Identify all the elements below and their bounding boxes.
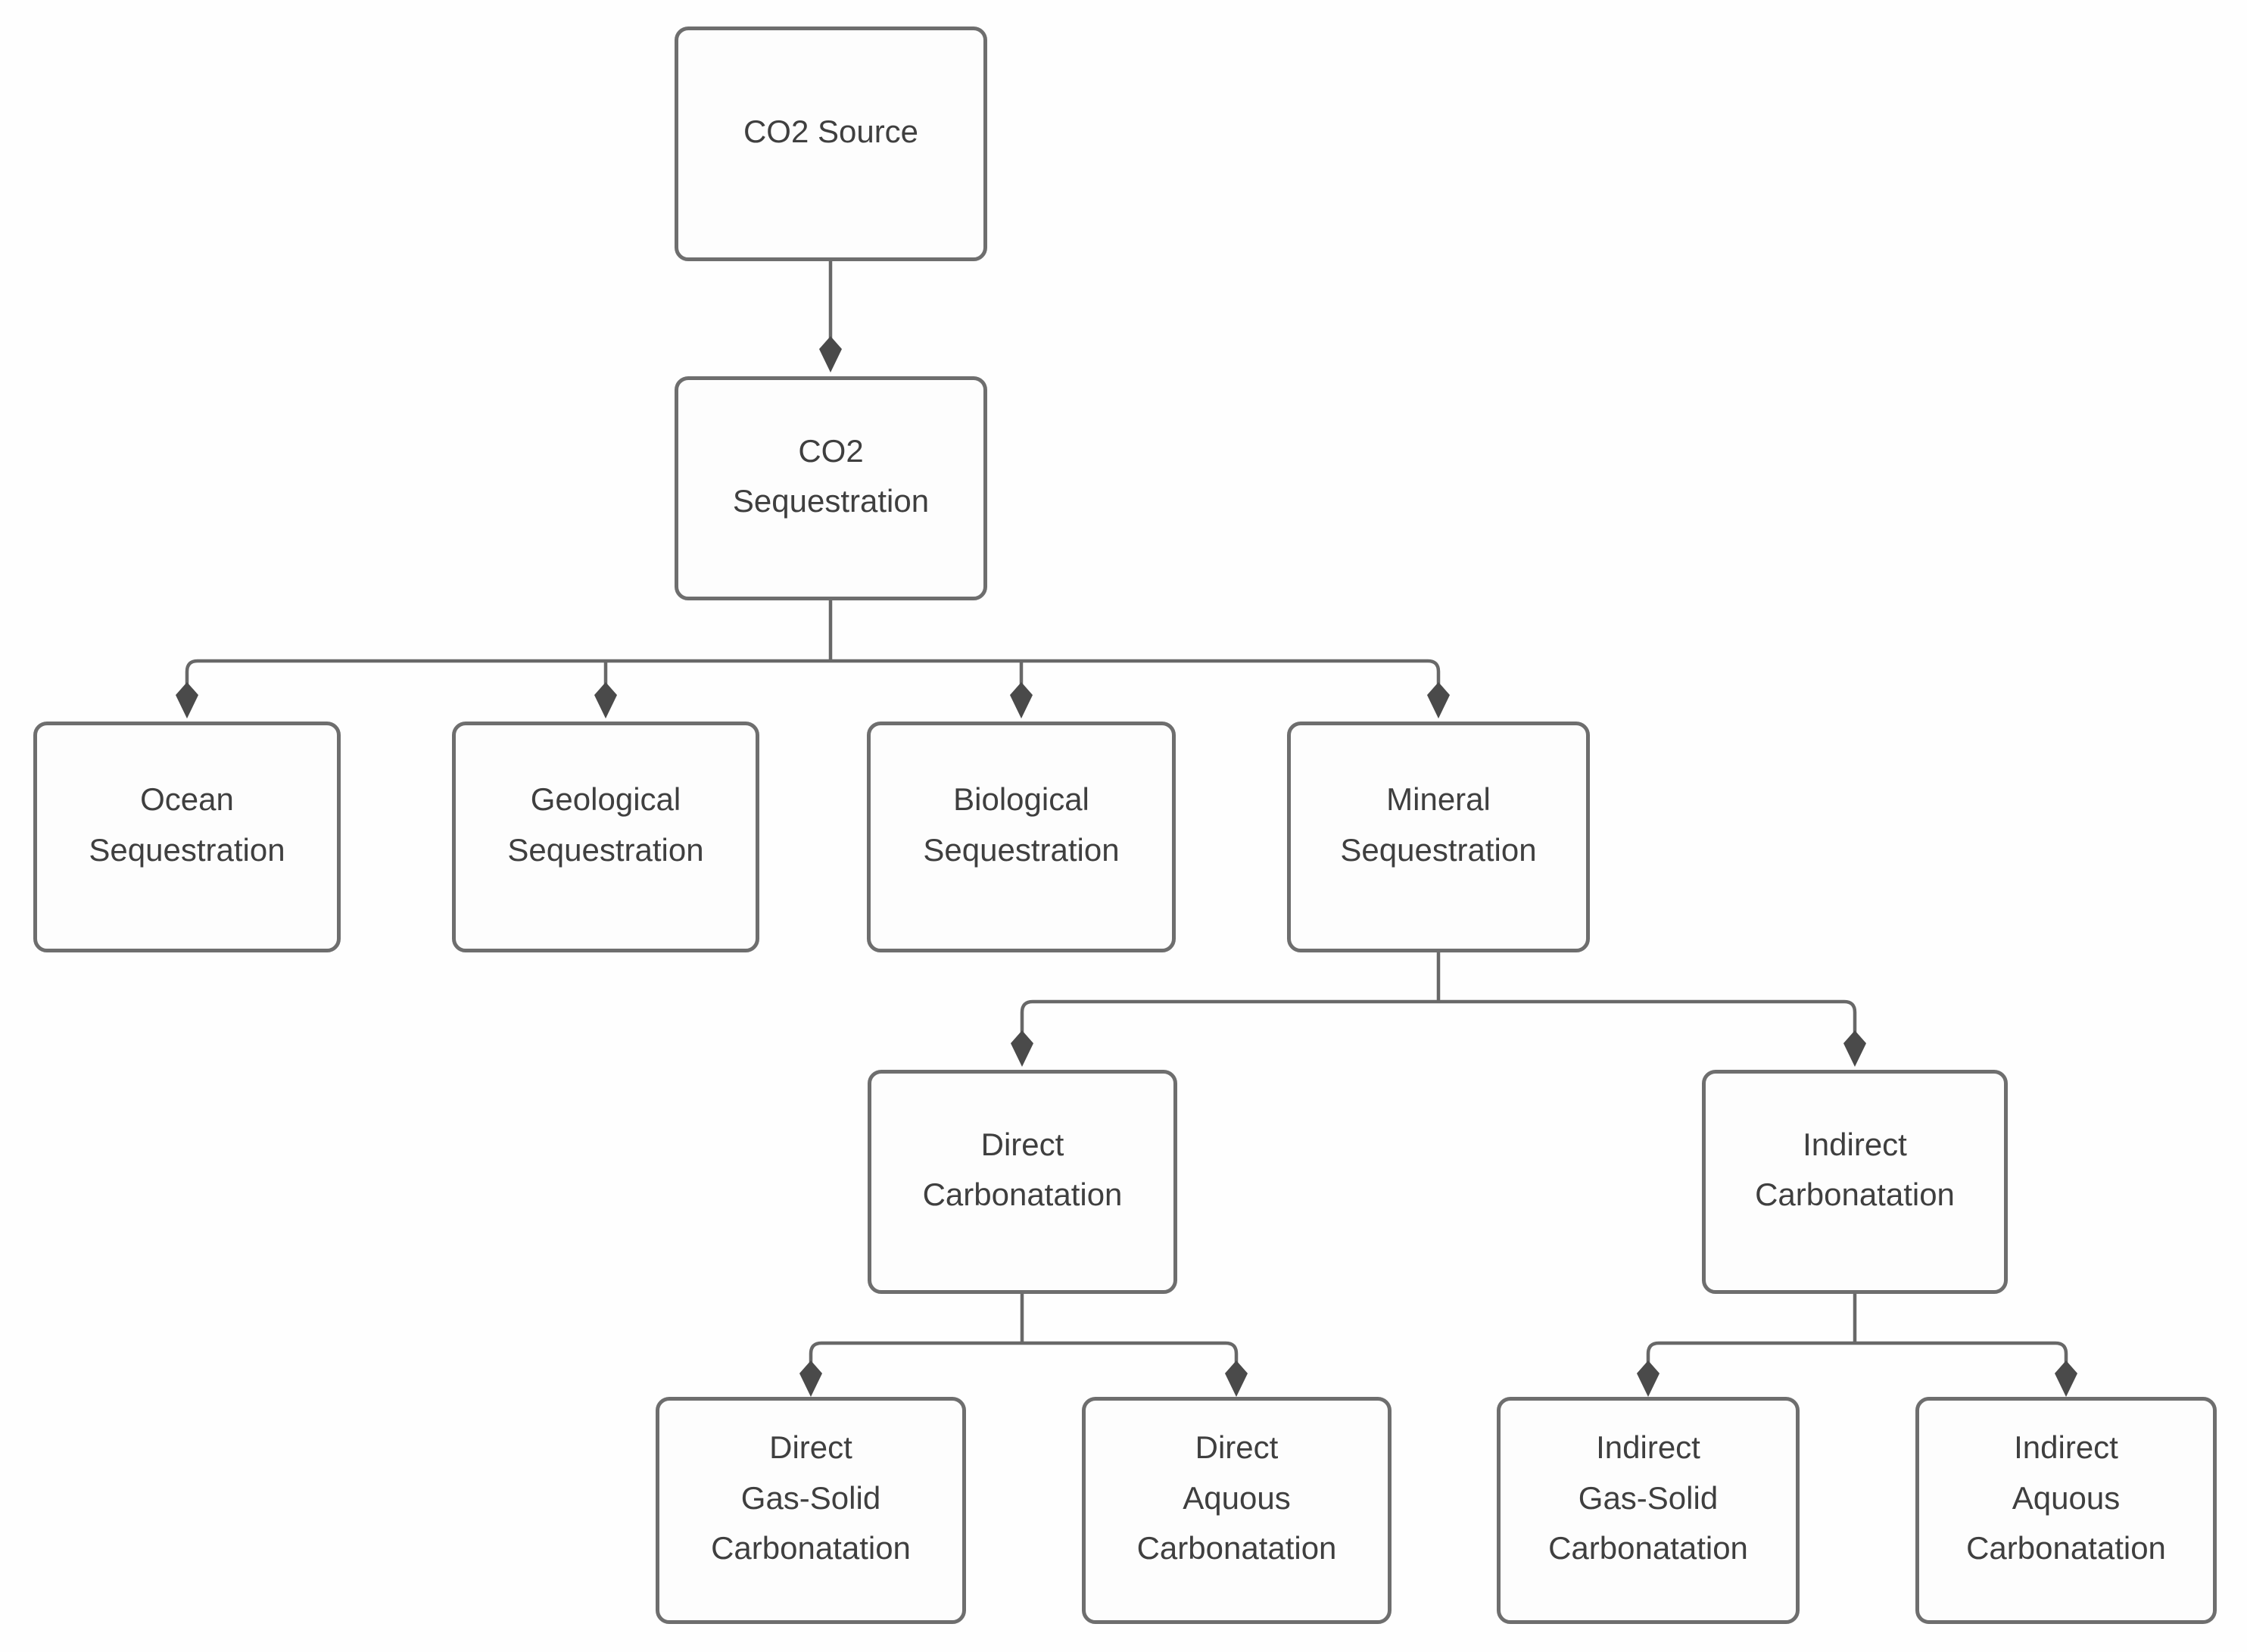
node-direct-aquous-carbonatation: Direct Aquous Carbonatation: [1082, 1397, 1392, 1624]
edge-co2source-to-co2sequestration: [819, 261, 842, 372]
node-indirect-aquous-carbonatation: Indirect Aquous Carbonatation: [1915, 1397, 2217, 1624]
node-direct-carbonatation: Direct Carbonatation: [868, 1070, 1177, 1294]
node-direct-gas-solid-carbonatation: Direct Gas-Solid Carbonatation: [656, 1397, 966, 1624]
node-geological-sequestration: Geological Sequestration: [452, 722, 759, 952]
node-ocean-sequestration: Ocean Sequestration: [33, 722, 341, 952]
edge-co2sequestration-to-children: [176, 600, 1450, 718]
node-indirect-gas-solid-carbonatation: Indirect Gas-Solid Carbonatation: [1497, 1397, 1800, 1624]
edge-indirectcarbonatation-to-children: [1637, 1294, 2077, 1397]
node-indirect-carbonatation: Indirect Carbonatation: [1702, 1070, 2008, 1294]
node-co2-sequestration: CO2 Sequestration: [675, 376, 987, 600]
node-co2-source: CO2 Source: [675, 26, 987, 261]
node-mineral-sequestration: Mineral Sequestration: [1287, 722, 1590, 952]
edge-mineral-to-children: [1011, 952, 1866, 1067]
node-biological-sequestration: Biological Sequestration: [867, 722, 1176, 952]
edge-directcarbonatation-to-children: [799, 1294, 1248, 1397]
